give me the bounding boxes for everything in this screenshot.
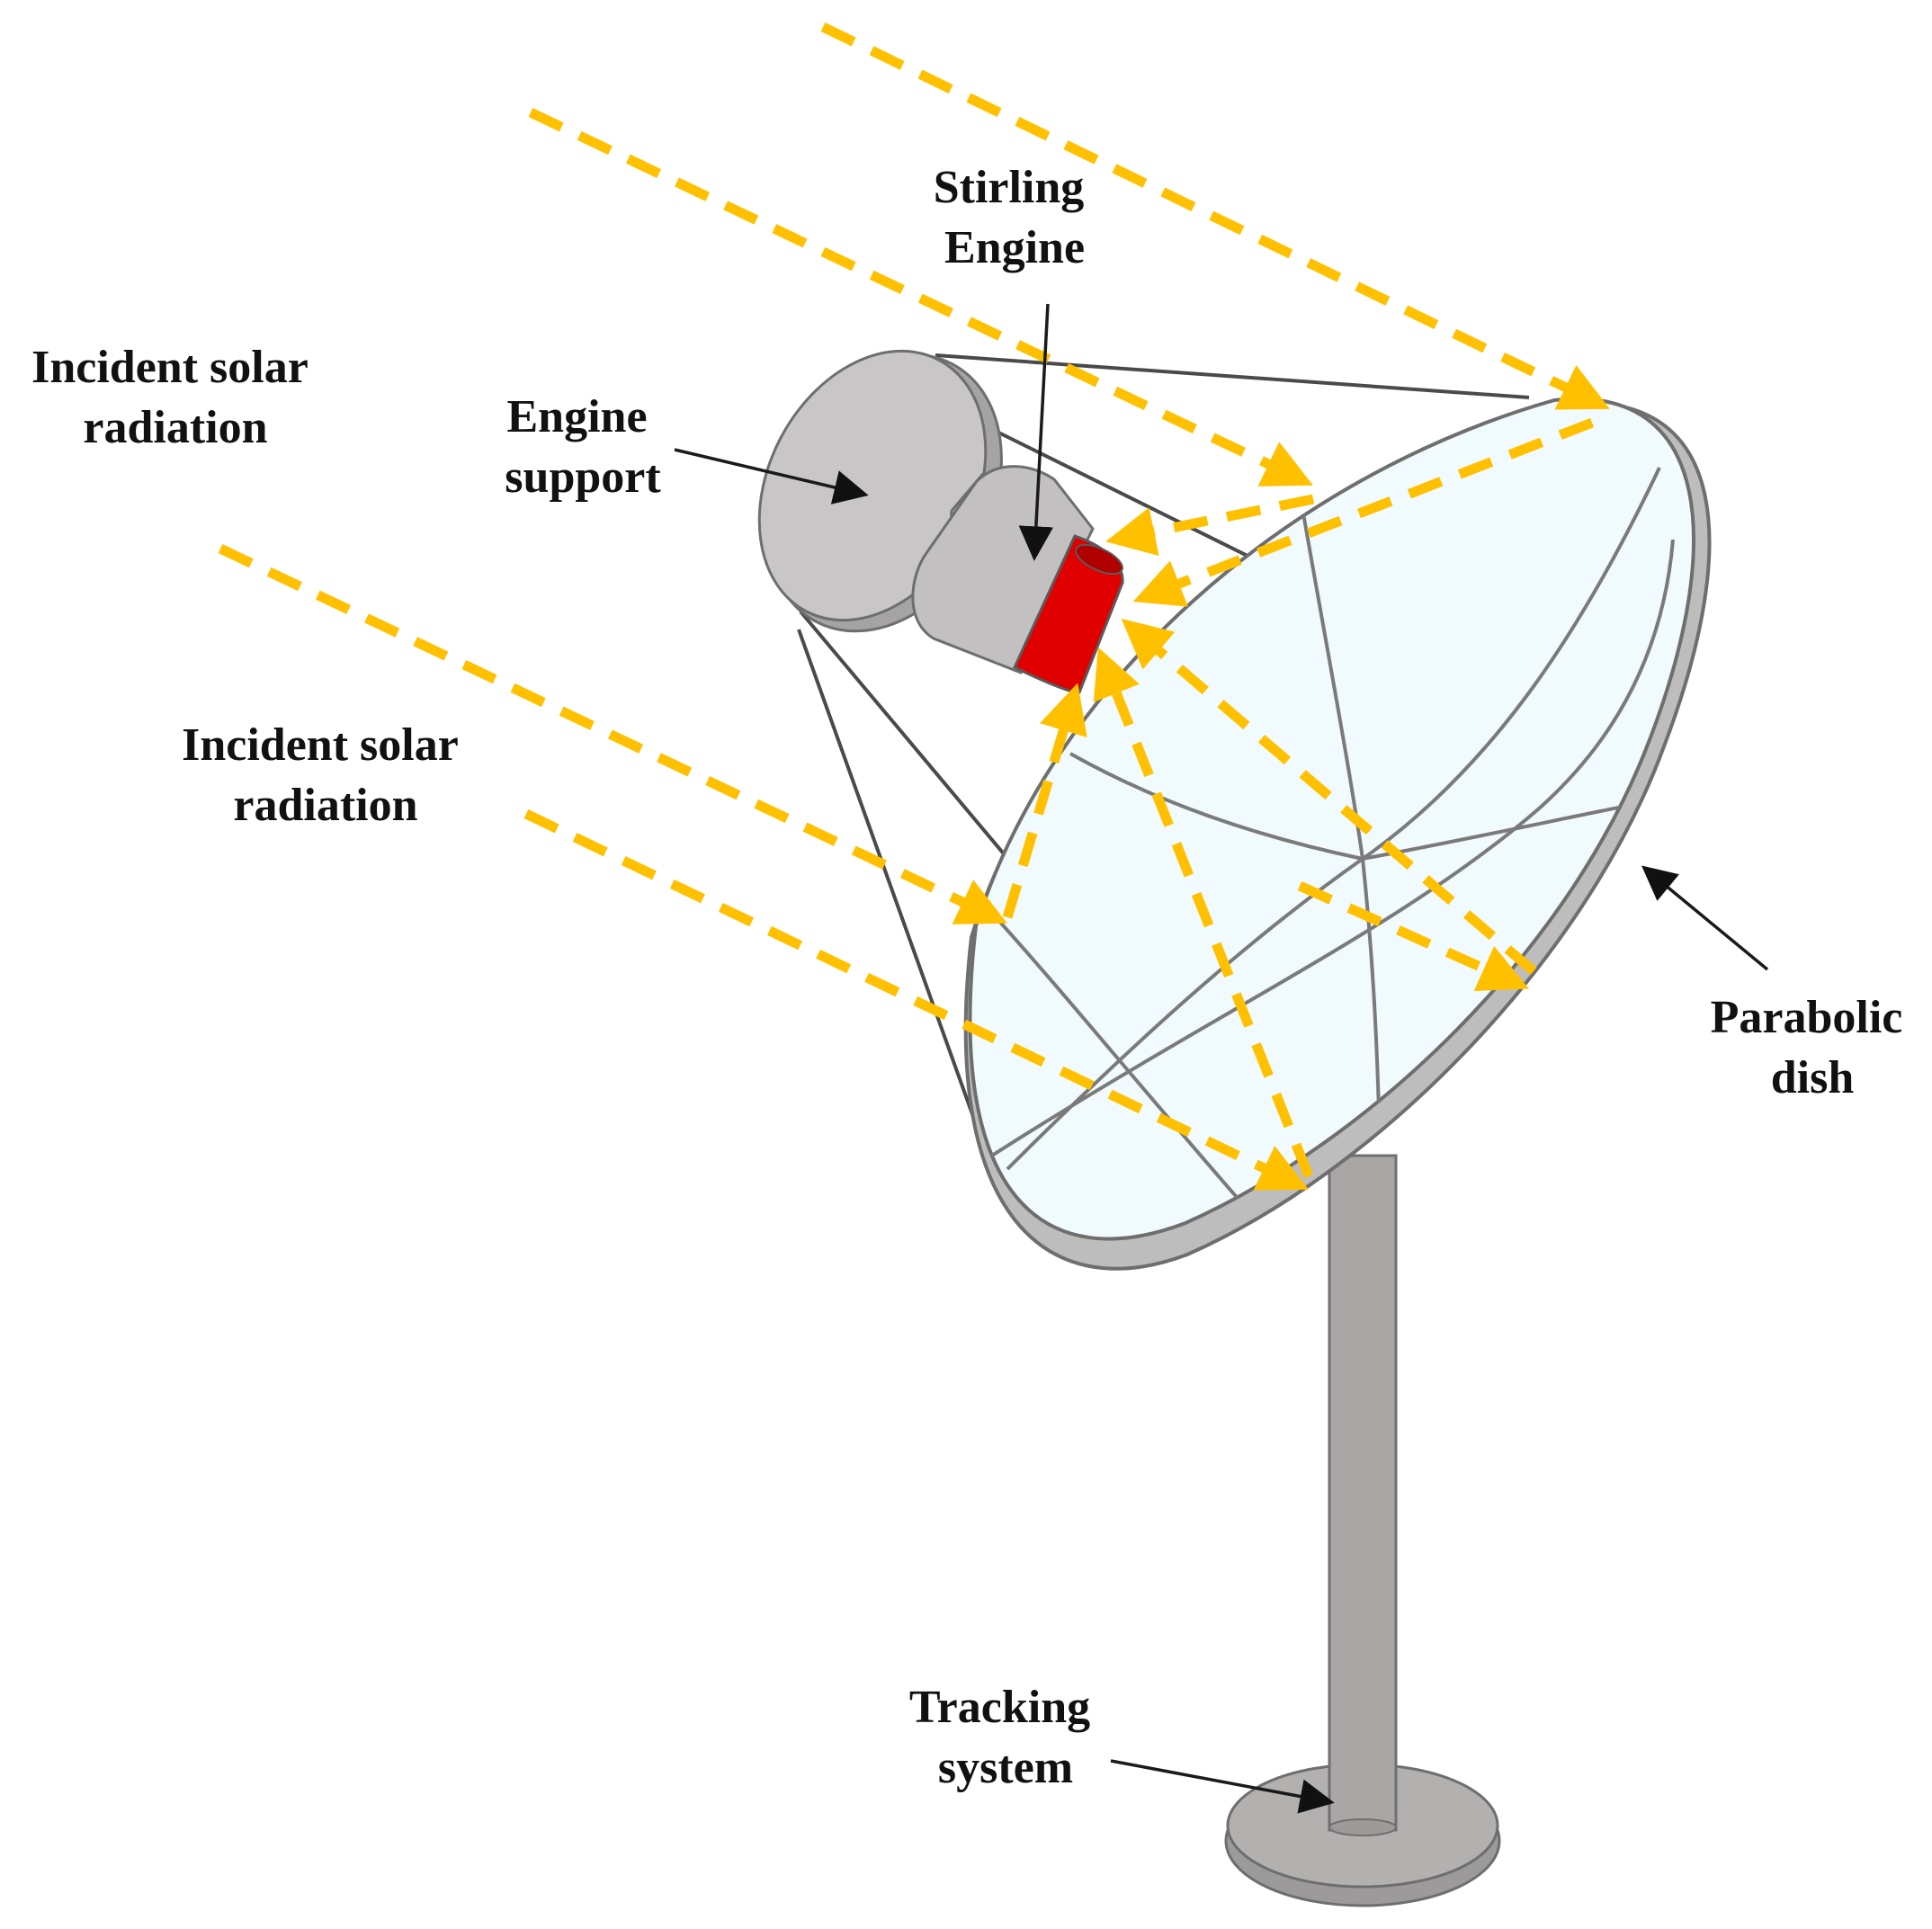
tracking-system-label: Tracking system [909, 1682, 1102, 1793]
incident-ray-3 [218, 544, 1007, 924]
engine-support-line1: Engine [506, 391, 647, 442]
tracking-system-line2: system [938, 1742, 1073, 1793]
cable-top [935, 353, 1530, 399]
engine-body [911, 465, 1095, 674]
engine-support-label: Engine support [505, 391, 661, 503]
incident-top-line2: radiation [83, 402, 267, 453]
pole-foot [1328, 1818, 1397, 1836]
incident-top-line1: Incident solar [31, 342, 308, 393]
cable-left [797, 629, 978, 1125]
incident-mid-line2: radiation [233, 780, 417, 831]
stirling-engine-pointer [1018, 303, 1054, 561]
stirling-engine-line1: Stirling [934, 162, 1085, 213]
reflected-ray-1 [1132, 417, 1594, 607]
dish-ribs [983, 467, 1675, 1225]
engine-support-line2: support [505, 451, 661, 503]
label-pointers [674, 303, 1769, 1814]
reflected-ray-2 [1105, 494, 1315, 557]
tracking-system [1224, 1154, 1501, 1907]
engine-assembly [757, 349, 1124, 694]
incident-ray-5 [1297, 880, 1530, 992]
tracking-system-line1: Tracking [909, 1682, 1090, 1733]
parabolic-dish-line2: dish [1771, 1052, 1855, 1103]
parabolic-dish-line1: Parabolic [1711, 992, 1903, 1043]
support-pole [1328, 1154, 1398, 1832]
incident-ray-2 [528, 108, 1313, 487]
solar-rays [218, 22, 1610, 1191]
rib-3 [1069, 752, 1656, 862]
reflected-ray-5 [1002, 683, 1087, 919]
incident-radiation-label-top: Incident solar radiation [31, 342, 319, 453]
reflected-ray-3 [1121, 618, 1537, 976]
rib-5 [986, 906, 1261, 1225]
reflected-ray-4 [1093, 647, 1314, 1179]
incident-mid-line1: Incident solar [182, 719, 458, 771]
receiver-face [1075, 543, 1123, 576]
cable-inner [799, 610, 1036, 892]
parabolic-dish-pointer [1641, 865, 1769, 971]
incident-ray-4 [523, 809, 1309, 1191]
stirling-engine-label: Stirling Engine [934, 162, 1096, 273]
tracking-system-pointer [1110, 1759, 1335, 1814]
incident-ray-1 [820, 22, 1610, 410]
rib-4 [983, 539, 1675, 1162]
stirling-engine-line2: Engine [944, 222, 1085, 273]
engine-support-pointer [674, 448, 869, 505]
incident-radiation-label-mid: Incident solar radiation [182, 719, 470, 831]
parabolic-dish-label: Parabolic dish [1711, 992, 1915, 1103]
